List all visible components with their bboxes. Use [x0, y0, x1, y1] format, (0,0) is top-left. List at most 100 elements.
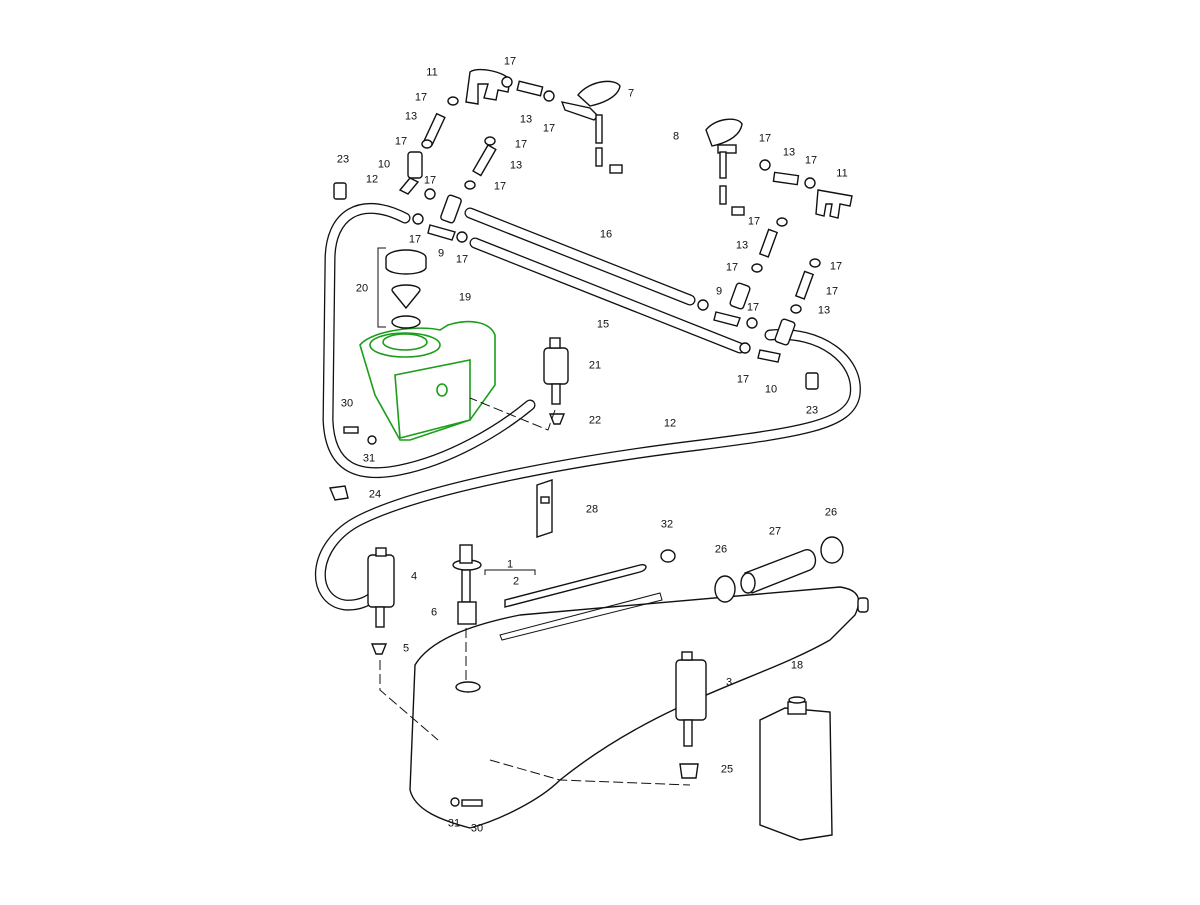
label-17[interactable]: 17 — [736, 373, 750, 386]
label-17[interactable]: 17 — [542, 122, 556, 135]
label-3[interactable]: 3 — [725, 676, 733, 689]
label-30[interactable]: 30 — [340, 397, 354, 410]
label-18[interactable]: 18 — [790, 659, 804, 672]
label-17[interactable]: 17 — [804, 154, 818, 167]
label-17[interactable]: 17 — [493, 180, 507, 193]
label-17[interactable]: 17 — [725, 261, 739, 274]
grommet-25[interactable] — [679, 763, 699, 779]
filler-cap-20[interactable] — [377, 247, 427, 329]
clip-23-left[interactable] — [333, 182, 347, 200]
label-2[interactable]: 2 — [512, 575, 520, 588]
level-sensor-6[interactable] — [452, 544, 482, 625]
clamps-17[interactable] — [412, 76, 821, 354]
label-23[interactable]: 23 — [805, 404, 819, 417]
label-13[interactable]: 13 — [735, 239, 749, 252]
label-15[interactable]: 15 — [596, 318, 610, 331]
hose-15[interactable] — [469, 237, 746, 354]
label-17[interactable]: 17 — [758, 132, 772, 145]
label-10[interactable]: 10 — [764, 383, 778, 396]
label-17[interactable]: 17 — [394, 135, 408, 148]
label-11[interactable]: 11 — [836, 167, 848, 180]
label-13[interactable]: 17 — [825, 285, 839, 298]
label-4[interactable]: 4 — [410, 570, 418, 583]
label-17[interactable]: 17 — [503, 55, 517, 68]
valve-10-right[interactable] — [757, 318, 796, 363]
label-10[interactable]: 10 — [377, 158, 391, 171]
label-31[interactable]: 31 — [362, 452, 376, 465]
clamp-26-right[interactable] — [820, 536, 844, 564]
label-13[interactable]: 13 — [404, 110, 418, 123]
label-24[interactable]: 24 — [368, 488, 382, 501]
nut-32[interactable] — [660, 549, 676, 563]
label-13[interactable]: 13 — [509, 159, 523, 172]
label-16[interactable]: 16 — [599, 228, 613, 241]
label-32[interactable]: 32 — [660, 518, 674, 531]
hose-13-right-b[interactable] — [794, 270, 815, 300]
washer-fluid-bottle-18[interactable] — [759, 696, 833, 841]
fitting-11-right[interactable] — [815, 189, 853, 219]
tank-1[interactable] — [409, 586, 869, 829]
hose-27[interactable] — [740, 549, 817, 594]
label-20[interactable]: 20 — [355, 282, 369, 295]
label-17[interactable]: 17 — [408, 233, 422, 246]
washer-31-bottom[interactable] — [450, 797, 460, 807]
hose-13-right-top[interactable] — [772, 171, 800, 186]
label-6[interactable]: 6 — [430, 606, 438, 619]
label-1[interactable]: 1 — [506, 558, 514, 571]
label-17[interactable]: 17 — [829, 260, 843, 273]
pump-4[interactable] — [367, 547, 395, 628]
nozzle-7[interactable] — [560, 80, 623, 174]
label-5[interactable]: 5 — [402, 642, 410, 655]
hose-13-top[interactable] — [516, 80, 544, 97]
label-17[interactable]: 17 — [747, 215, 761, 228]
label-17[interactable]: 17 — [423, 174, 437, 187]
hose-12-right[interactable] — [314, 328, 861, 611]
label-31[interactable]: 31 — [447, 817, 461, 830]
clip-23-right[interactable] — [805, 372, 819, 390]
label-13[interactable]: 13 — [782, 146, 796, 159]
hose-13-right-a[interactable] — [758, 228, 779, 258]
grommet-5[interactable] — [370, 643, 388, 655]
label-13[interactable]: 13 — [519, 113, 533, 126]
label-28[interactable]: 28 — [585, 503, 599, 516]
bolt-30-bottom[interactable] — [461, 799, 483, 807]
valve-10-left[interactable] — [398, 151, 423, 195]
bracket-28[interactable] — [536, 479, 553, 538]
label-12[interactable]: 12 — [663, 417, 677, 430]
pump-3[interactable] — [675, 651, 707, 747]
label-17[interactable]: 17 — [514, 138, 528, 151]
label-30[interactable]: 30 — [470, 822, 484, 835]
label-21[interactable]: 21 — [588, 359, 602, 372]
label-17[interactable]: 13 — [817, 304, 831, 317]
washer-31-top[interactable] — [367, 435, 377, 445]
pump-21[interactable] — [543, 337, 569, 405]
valve-9-left[interactable] — [427, 194, 462, 241]
nozzle-8[interactable] — [705, 118, 745, 216]
label-26[interactable]: 26 — [824, 506, 838, 519]
label-11[interactable]: 11 — [426, 66, 438, 79]
label-17[interactable]: 17 — [414, 91, 428, 104]
label-12[interactable]: 12 — [365, 173, 379, 186]
hose-16[interactable] — [464, 207, 696, 306]
label-27[interactable]: 27 — [768, 525, 782, 538]
valve-9-right[interactable] — [713, 282, 751, 327]
label-8[interactable]: 8 — [672, 130, 680, 143]
bolt-30-top[interactable] — [343, 426, 359, 434]
label-25[interactable]: 25 — [720, 763, 734, 776]
label-23[interactable]: 23 — [336, 153, 350, 166]
label-9[interactable]: 9 — [715, 285, 723, 298]
grommet-22[interactable] — [548, 413, 566, 425]
plug-24[interactable] — [329, 485, 349, 501]
reservoir-19[interactable] — [359, 320, 496, 441]
hose-12-left[interactable] — [322, 203, 536, 479]
clamp-26-left[interactable] — [714, 575, 736, 603]
fitting-11-left[interactable] — [465, 68, 511, 105]
label-26[interactable]: 26 — [714, 543, 728, 556]
label-7[interactable]: 7 — [627, 87, 635, 100]
hose-13-mid[interactable] — [472, 144, 497, 177]
label-22[interactable]: 22 — [588, 414, 602, 427]
label-17[interactable]: 17 — [455, 253, 469, 266]
label-19[interactable]: 19 — [458, 291, 472, 304]
label-9[interactable]: 9 — [437, 247, 445, 260]
hose-2[interactable] — [504, 563, 647, 608]
